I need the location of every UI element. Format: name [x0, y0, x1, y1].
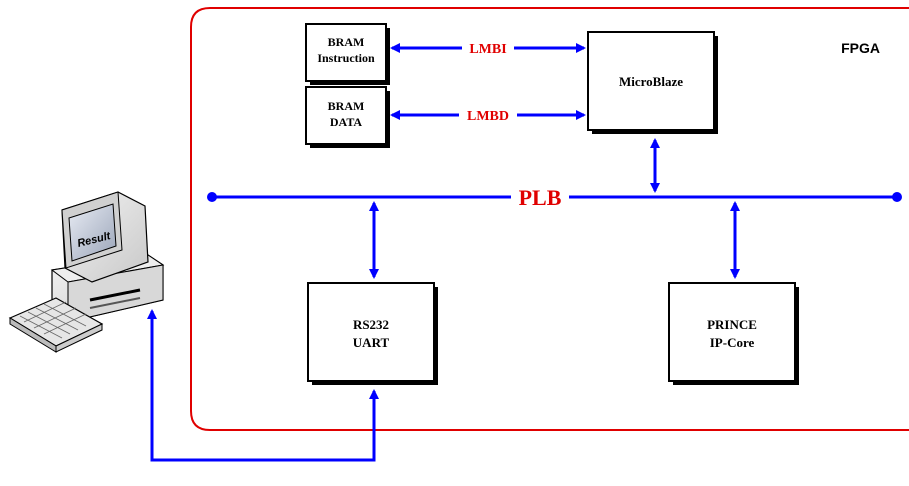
plb-bus: PLB — [207, 184, 902, 210]
bram-instruction-block: BRAM Instruction — [306, 24, 390, 85]
rs232-uart-block: RS232 UART — [308, 283, 438, 385]
lmbi-label: LMBI — [469, 42, 506, 57]
rs232-line2: UART — [353, 335, 390, 350]
plb-left-endpoint — [207, 192, 217, 202]
plb-label: PLB — [519, 185, 562, 210]
bram-data-block: BRAM DATA — [306, 87, 390, 148]
fpga-label: FPGA — [841, 40, 880, 56]
fpga-boundary — [191, 8, 909, 430]
bram-data-line1: BRAM — [328, 99, 365, 113]
rs232-line1: RS232 — [353, 317, 389, 332]
plb-right-endpoint — [892, 192, 902, 202]
prince-ip-core-block: PRINCE IP-Core — [669, 283, 799, 385]
lmbd-label: LMBD — [467, 109, 509, 124]
prince-line2: IP-Core — [710, 335, 755, 350]
microblaze-block: MicroBlaze — [588, 32, 718, 134]
lmbi-bus: LMBI — [392, 39, 584, 57]
bram-instruction-line1: BRAM — [328, 35, 365, 49]
host-computer-icon: Result — [10, 192, 163, 352]
bram-instruction-line2: Instruction — [317, 51, 375, 65]
lmbd-bus: LMBD — [392, 106, 584, 124]
bram-data-line2: DATA — [330, 115, 363, 129]
microblaze-label: MicroBlaze — [619, 74, 683, 89]
prince-line1: PRINCE — [707, 317, 757, 332]
